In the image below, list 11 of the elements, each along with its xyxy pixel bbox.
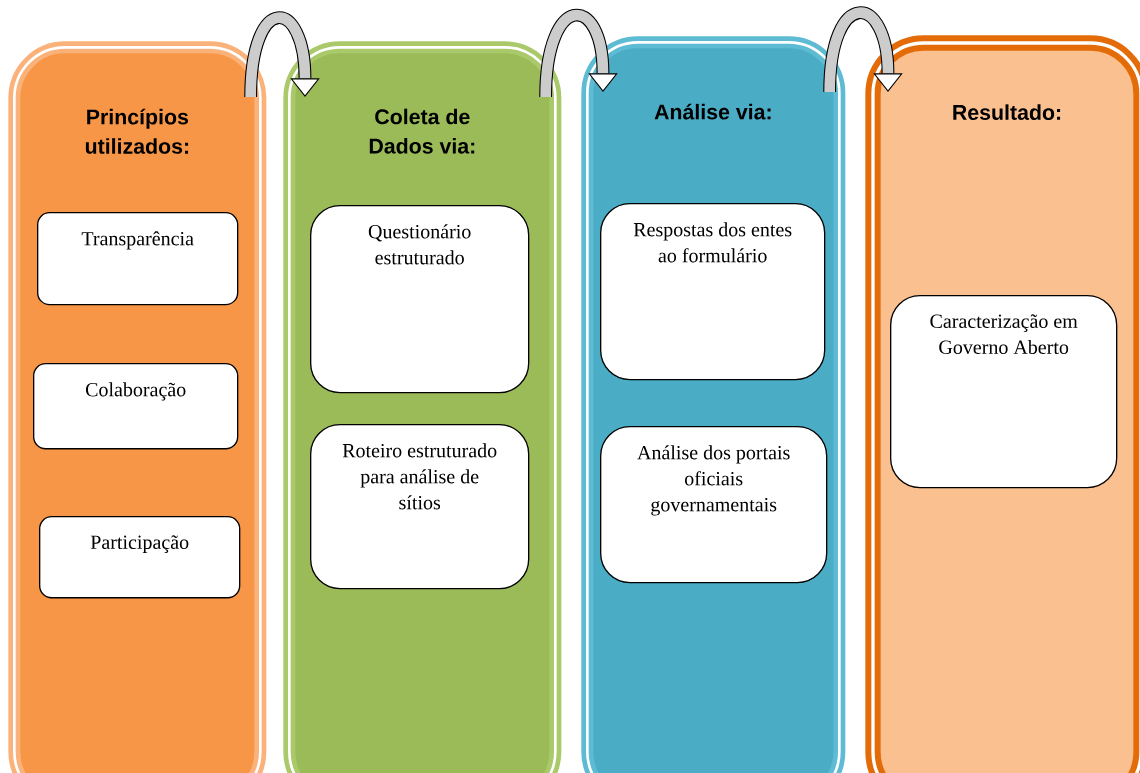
curved-arrow (244, 11, 320, 98)
text-box: Caracterização em Governo Aberto (890, 295, 1118, 489)
text-box: Roteiro estruturado para análise de sítios (310, 424, 530, 590)
text-box: Análise dos portais oficiais governamentais (600, 426, 828, 584)
text-box: Respostas dos entes ao formulário (600, 203, 826, 381)
curved-arrow (823, 6, 903, 93)
text-box: Participação (39, 516, 241, 599)
text-box: Questionário estruturado (310, 205, 530, 394)
text-box: Transparência (37, 212, 239, 306)
curved-arrow (539, 9, 618, 98)
text-box: Colaboração (33, 363, 239, 450)
